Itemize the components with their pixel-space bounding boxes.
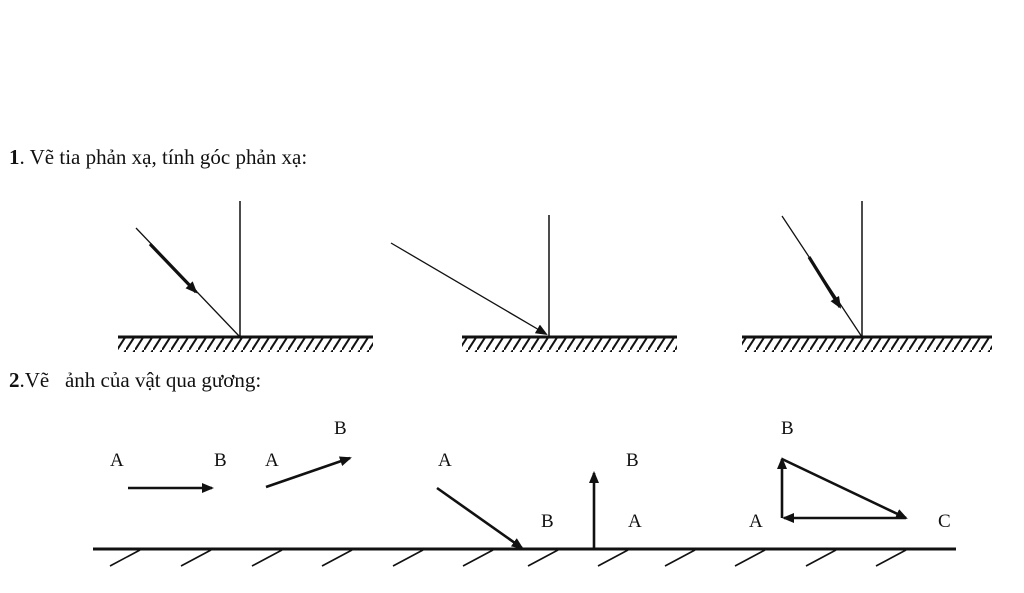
mirror-hatching xyxy=(742,338,992,352)
label-a: A xyxy=(110,450,124,471)
label-b: B xyxy=(781,418,794,439)
object-figure-4: B A xyxy=(589,450,642,549)
reflection-figure-2 xyxy=(390,215,677,352)
label-b: B xyxy=(334,418,347,439)
object-figure-3: A B xyxy=(436,450,554,550)
section-2-heading: 2.Vẽ ảnh của vật qua gương: xyxy=(9,368,261,393)
label-a: A xyxy=(628,511,642,532)
label-a: A xyxy=(749,511,763,532)
object-arrow xyxy=(265,456,352,489)
label-c: C xyxy=(938,511,951,532)
mirror-2 xyxy=(93,547,956,567)
mirror-hatching xyxy=(462,338,677,352)
section-2-text: .Vẽ ảnh của vật qua gương: xyxy=(19,368,262,392)
section-1-heading: 1. Vẽ tia phản xạ, tính góc phản xạ: xyxy=(9,145,307,170)
section-1-text: . Vẽ tia phản xạ, tính góc phản xạ: xyxy=(19,145,308,169)
incident-ray-arrow xyxy=(148,242,198,294)
object-arrow xyxy=(436,486,524,550)
label-a: A xyxy=(265,450,279,471)
label-a: A xyxy=(438,450,452,471)
section-1-number: 1 xyxy=(9,145,20,169)
object-figure-5: B A C xyxy=(749,418,951,532)
label-b: B xyxy=(541,511,554,532)
reflection-figure-1 xyxy=(118,201,373,352)
reflection-figure-3 xyxy=(742,201,992,352)
label-b: B xyxy=(214,450,227,471)
label-b: B xyxy=(626,450,639,471)
incident-ray xyxy=(390,242,548,336)
section-2-number: 2 xyxy=(9,368,20,392)
incident-ray-arrow xyxy=(807,256,842,309)
object-figure-2: A B xyxy=(265,418,352,489)
side-bc xyxy=(781,457,908,520)
object-figure-1: A B xyxy=(110,450,227,493)
mirror-hatching xyxy=(118,338,373,352)
